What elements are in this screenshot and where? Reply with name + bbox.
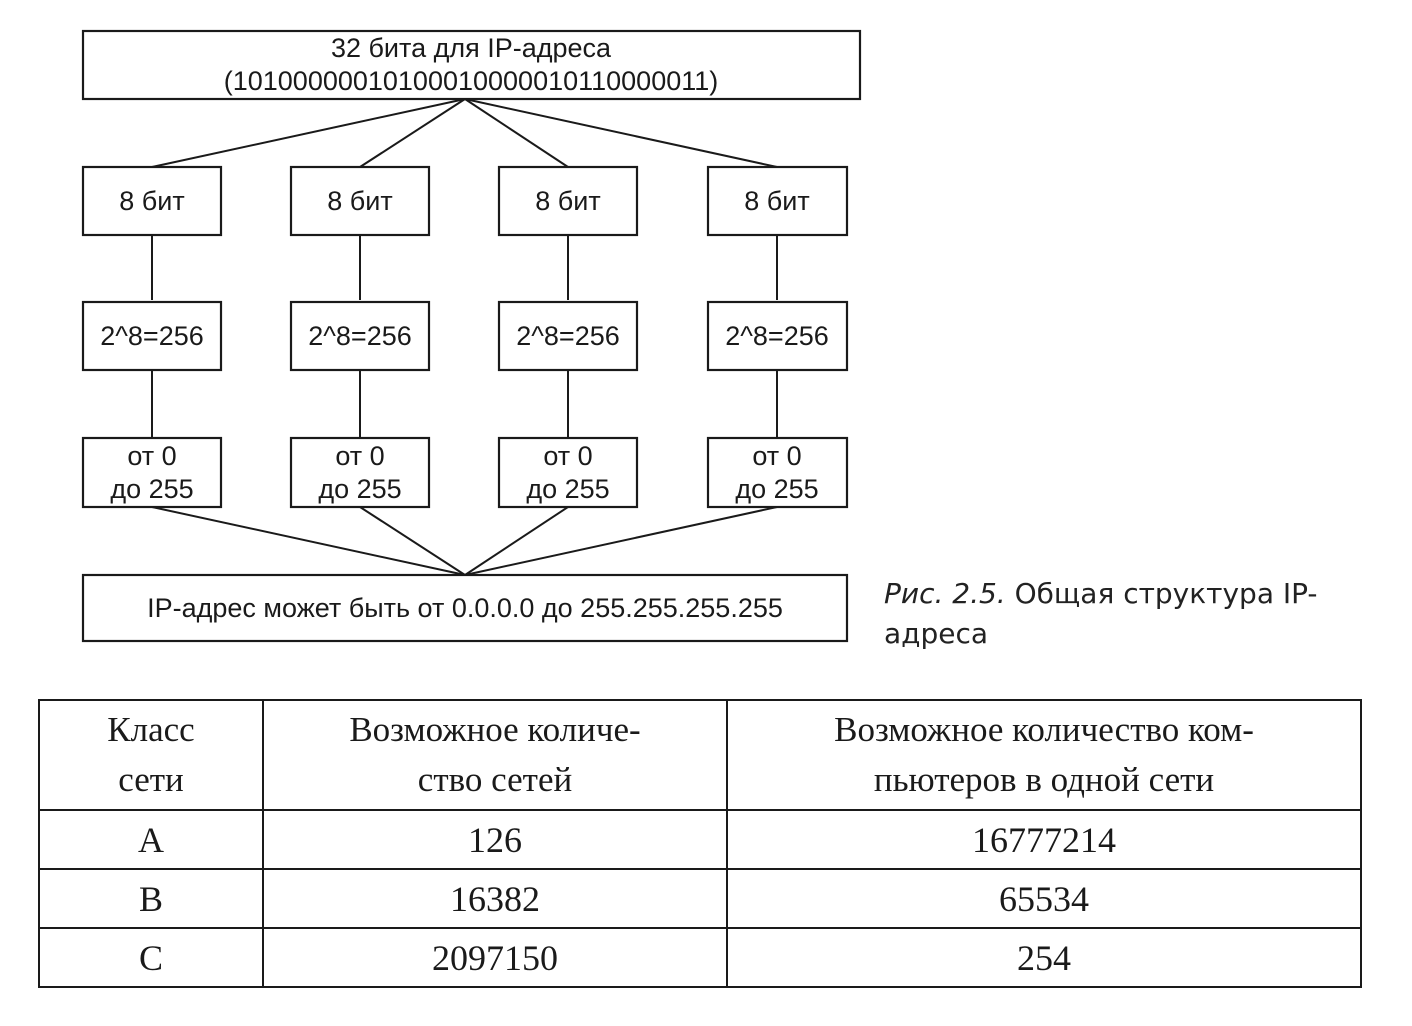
connector-line bbox=[151, 98, 466, 168]
connector-line bbox=[464, 506, 778, 576]
connector-line bbox=[464, 506, 569, 576]
octet-column: 8 бит 2^8=256 от 0 до 255 bbox=[81, 165, 223, 509]
connector-line bbox=[464, 98, 569, 168]
connector-lines bbox=[151, 98, 778, 576]
address-bits-binary: (10100000010100010000010110000011) bbox=[224, 66, 719, 96]
octet-formula: 2^8=256 bbox=[725, 321, 829, 351]
octet-range-to: до 255 bbox=[526, 474, 609, 504]
octet-formula: 2^8=256 bbox=[100, 321, 204, 351]
cell-host-count: 254 bbox=[726, 927, 1362, 988]
connector-line bbox=[359, 506, 466, 576]
cell-class: A bbox=[38, 809, 264, 870]
connector-line bbox=[359, 98, 466, 168]
cell-class: C bbox=[38, 927, 264, 988]
figure-title: Общая структура IP-адреса bbox=[884, 577, 1318, 650]
cell-network-count: 16382 bbox=[262, 868, 728, 929]
octet-column: 8 бит 2^8=256 от 0 до 255 bbox=[289, 165, 431, 509]
table-row: C 2097150 254 bbox=[38, 927, 1362, 988]
table-header-row: Класс сети Возможное количе- ство сетей … bbox=[38, 699, 1362, 811]
cell-network-count: 126 bbox=[262, 809, 728, 870]
header-network-class: Класс сети bbox=[38, 699, 264, 811]
octet-formula: 2^8=256 bbox=[308, 321, 412, 351]
table-row: B 16382 65534 bbox=[38, 868, 1362, 929]
address-bits-box: 32 бита для IP-адреса (10100000010100010… bbox=[81, 29, 862, 101]
octet-column: 8 бит 2^8=256 от 0 до 255 bbox=[706, 165, 849, 509]
header-host-count: Возможное количество ком- пьютеров в одн… bbox=[726, 699, 1362, 811]
network-classes-table: Класс сети Возможное количе- ство сетей … bbox=[38, 699, 1362, 988]
octet-formula: 2^8=256 bbox=[516, 321, 620, 351]
address-range-box: IP-адрес может быть от 0.0.0.0 до 255.25… bbox=[81, 573, 849, 643]
octet-column: 8 бит 2^8=256 от 0 до 255 bbox=[497, 165, 639, 509]
cell-host-count: 16777214 bbox=[726, 809, 1362, 870]
octet-range-from: от 0 bbox=[543, 441, 592, 471]
cell-network-count: 2097150 bbox=[262, 927, 728, 988]
figure-number: Рис. 2.5. bbox=[884, 577, 1006, 610]
table-row: A 126 16777214 bbox=[38, 809, 1362, 870]
cell-class: B bbox=[38, 868, 264, 929]
connector-line bbox=[464, 98, 778, 168]
octet-bits-label: 8 бит bbox=[327, 186, 392, 216]
octet-range-to: до 255 bbox=[735, 474, 818, 504]
octet-bits-label: 8 бит bbox=[535, 186, 600, 216]
octet-range-from: от 0 bbox=[335, 441, 384, 471]
octet-range-to: до 255 bbox=[318, 474, 401, 504]
octet-range-from: от 0 bbox=[127, 441, 176, 471]
octet-bits-label: 8 бит bbox=[119, 186, 184, 216]
cell-host-count: 65534 bbox=[726, 868, 1362, 929]
address-bits-title: 32 бита для IP-адреса bbox=[331, 33, 612, 63]
figure-caption: Рис. 2.5. Общая структура IP-адреса bbox=[884, 574, 1344, 654]
address-range-text: IP-адрес может быть от 0.0.0.0 до 255.25… bbox=[147, 593, 783, 623]
octet-range-to: до 255 bbox=[110, 474, 193, 504]
header-network-count: Возможное количе- ство сетей bbox=[262, 699, 728, 811]
octet-range-from: от 0 bbox=[752, 441, 801, 471]
ip-structure-diagram: 32 бита для IP-адреса (10100000010100010… bbox=[81, 29, 862, 643]
connector-line bbox=[151, 506, 466, 576]
octet-bits-label: 8 бит bbox=[744, 186, 809, 216]
